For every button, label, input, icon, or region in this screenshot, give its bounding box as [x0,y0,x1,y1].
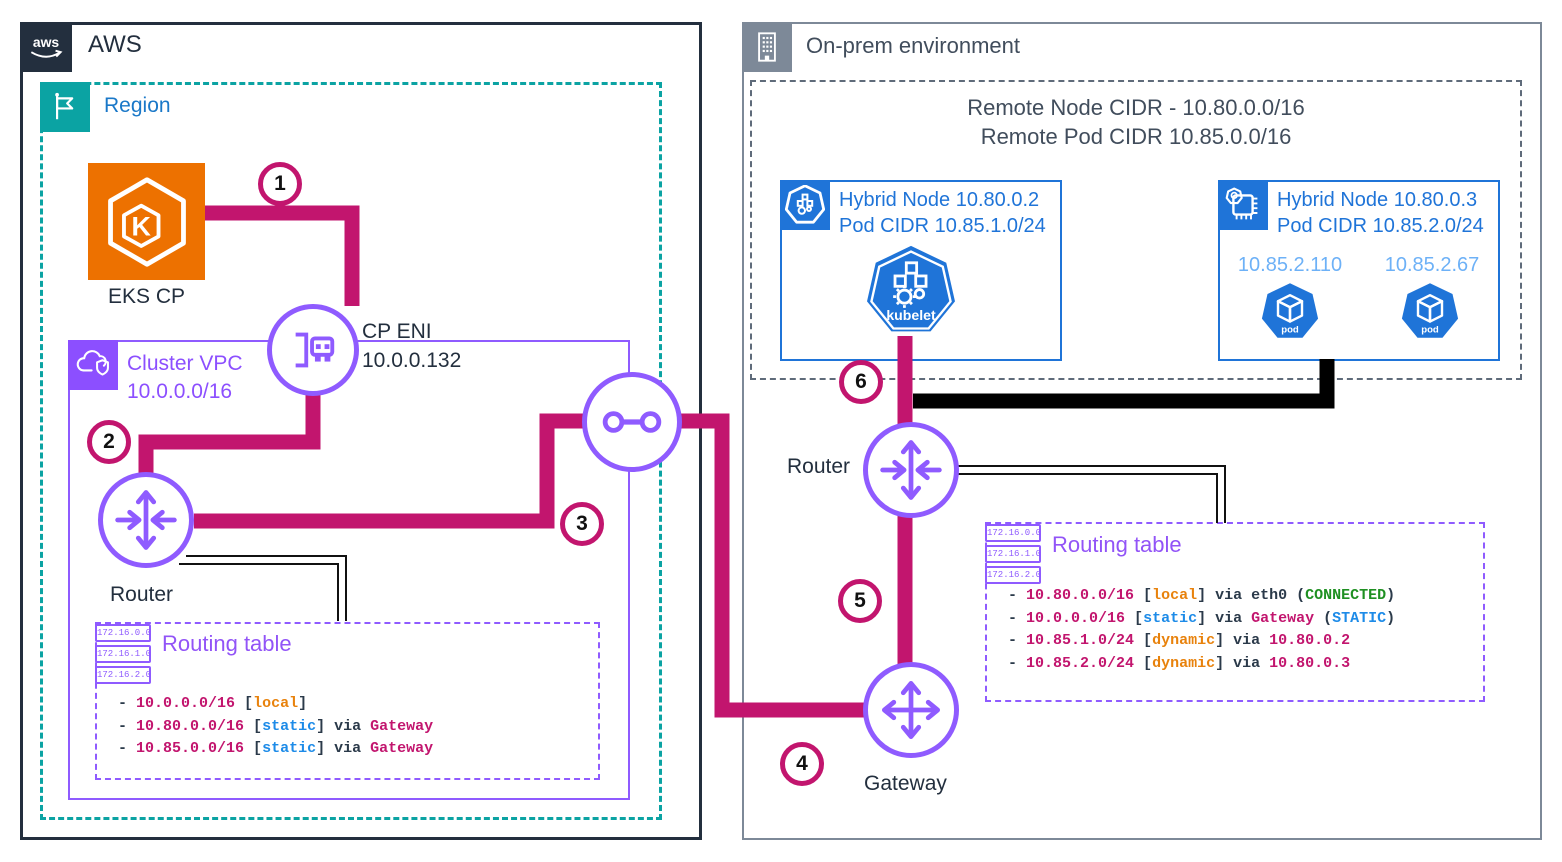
remote-cidr-text: Remote Node CIDR - 10.80.0.0/16 Remote P… [750,93,1522,151]
svg-text:aws: aws [33,34,60,50]
routing-table-entry: - 10.85.0.0/16 [static] via Gateway [118,740,434,757]
hybrid-node2-label: Hybrid Node 10.80.0.3 Pod CIDR 10.85.2.0… [1277,187,1484,239]
routing-table-entry: - 10.85.1.0/24 [dynamic] via 10.80.0.2 [1008,632,1351,649]
node1-title: Hybrid Node 10.80.0.2 [839,189,1040,211]
cp-eni-title: CP ENI [362,320,432,343]
routing-table-entry: - 10.0.0.0/16 [local] [118,695,308,712]
route-table-icon-row: 172.16.0.0 [95,624,151,642]
onprem-label: On-prem environment [806,33,1020,58]
routing-table-entry: - 10.0.0.0/16 [static] via Gateway (STAT… [1008,609,1396,627]
routing-table-entry: - 10.80.0.0/16 [static] via Gateway [118,717,434,735]
onprem-router-to-table-lines [958,465,1226,523]
eks-cp-label: EKS CP [107,285,186,308]
cp-eni-ip: 10.0.0.132 [362,349,462,372]
link-4-peering-to-gateway [679,413,864,718]
remote-node-cidr: Remote Node CIDR - 10.80.0.0/16 [967,95,1305,120]
kubelet-label: kubelet [886,307,936,323]
remote-pod-cidr: Remote Pod CIDR 10.85.0.0/16 [980,124,1292,149]
pod1-ip: 10.85.2.110 [1237,254,1343,276]
hybrid-node2-chip-icon [1218,180,1268,230]
aws-router-icon [98,472,194,568]
pod1-label: pod [1281,324,1299,335]
onprem-routing-table-entries: - 10.80.0.0/16 [local] via eth0 (CONNECT… [1008,585,1395,675]
region-flag-icon [40,82,90,132]
annotation-2: 2 [87,420,131,464]
route-table-icon-row: 172.16.1.0 [95,645,151,663]
gateway-label: Gateway [864,772,947,795]
cluster-vpc-label: Cluster VPC 10.0.0.0/16 [127,350,243,406]
pod2-icon: pod [1400,282,1460,347]
onprem-routing-table-box [985,522,1485,702]
pod2-ip: 10.85.2.67 [1384,254,1480,276]
vpc-cidr: 10.0.0.0/16 [127,380,233,403]
route-table-icon-row: 172.16.1.0 [985,545,1041,563]
remote-cidr-box [750,80,1522,380]
annotation-6: 6 [839,360,883,404]
aws-router-to-table-lines [179,555,347,621]
pod1-icon: pod [1260,282,1320,347]
cp-eni-icon [267,304,359,396]
link-2-eni-to-router [138,393,321,473]
kubelet-icon: kubelet [864,244,958,343]
onprem-routing-table-title: Routing table [1052,532,1182,557]
routing-table-entry: - 10.80.0.0/16 [local] via eth0 (CONNECT… [1008,587,1396,604]
pod2-label: pod [1421,324,1439,335]
link-1-ekscp-to-eni [205,205,360,306]
node2-title: Hybrid Node 10.80.0.3 [1277,189,1478,211]
peering-connection-icon [582,372,682,472]
routing-table-entry: - 10.85.2.0/24 [dynamic] via 10.80.0.3 [1008,654,1351,672]
eks-control-plane-icon: K [88,163,205,280]
aws-route-table-icon: 172.16.0.0 172.16.1.0 172.16.2.0 [95,624,151,687]
vpc-cloud-icon [68,340,118,390]
aws-routing-table-box [95,622,600,780]
annotation-4: 4 [780,742,824,786]
aws-routing-table-entries: - 10.0.0.0/16 [local] - 10.80.0.0/16 [sta… [118,693,433,761]
aws-container-box [20,22,702,840]
route-table-icon-row: 172.16.0.0 [985,524,1041,542]
hybrid-node1-k8s-icon [780,180,830,230]
onprem-route-table-icon: 172.16.0.0 172.16.1.0 172.16.2.0 [985,524,1041,587]
vpc-title: Cluster VPC [127,352,243,375]
node1-subtitle: Pod CIDR 10.85.1.0/24 [839,215,1046,237]
hybrid-node1-label: Hybrid Node 10.80.0.2 Pod CIDR 10.85.1.0… [839,187,1046,239]
link-node2-to-router [913,359,1335,409]
annotation-1: 1 [258,162,302,206]
aws-label: AWS [88,31,142,58]
route-table-icon-row: 172.16.2.0 [985,566,1041,584]
annotation-3: 3 [560,502,604,546]
onprem-container-box [742,22,1542,840]
aws-routing-table-title: Routing table [162,631,292,656]
svg-text:K: K [131,211,151,241]
gateway-icon [863,662,959,758]
cp-eni-label: CP ENI 10.0.0.132 [362,317,461,375]
building-icon [742,22,792,72]
aws-router-label: Router [110,583,174,606]
node2-subtitle: Pod CIDR 10.85.2.0/24 [1277,215,1484,237]
route-table-icon-row: 172.16.2.0 [95,666,151,684]
aws-logo-icon: aws [20,22,72,72]
onprem-router-icon [863,422,959,518]
region-label: Region [104,94,171,117]
link-3-router-to-peering [194,413,584,529]
annotation-5: 5 [838,579,882,623]
onprem-router-label: Router [787,455,851,478]
